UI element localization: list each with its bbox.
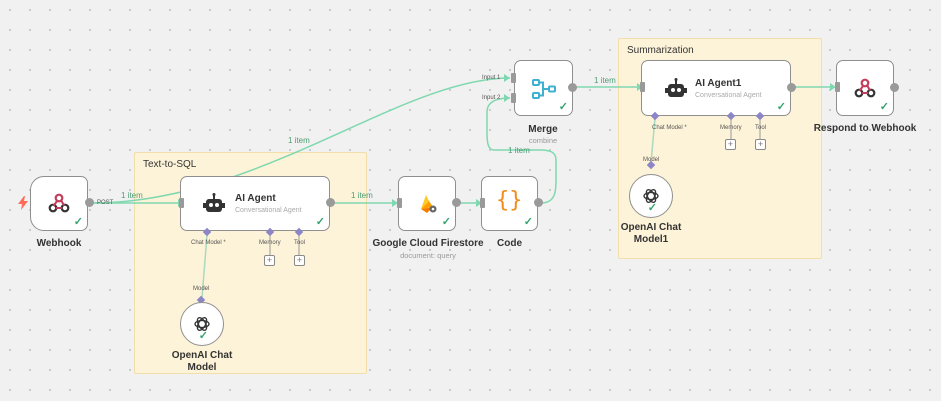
sticky-title: Summarization [627,45,694,56]
openai-chat-model-label: OpenAI Chat Model [171,350,233,373]
merge-input2-label: Input 2 [482,95,501,101]
webhook-post-label: POST [97,200,114,206]
openai-icon [643,189,659,203]
wire-webhook-merge [91,77,511,204]
merge-node[interactable]: ✓ [514,60,573,116]
openai-chat-model1-label: OpenAI Chat Model1 [620,222,682,245]
add-tool-button[interactable]: + [294,255,305,266]
success-check-icon: ✓ [198,330,208,342]
firestore-input-port[interactable] [397,198,402,208]
openai-icon [194,317,210,331]
merge-output-port[interactable] [568,83,577,92]
ai-agent-input-port[interactable] [179,198,184,208]
firestore-node[interactable]: ✓ [398,176,456,231]
memory-port-label: Memory [720,125,742,131]
ai-agent1-title: AI Agent1 [695,78,742,89]
merge-subtitle: combine [528,136,558,145]
respond-input-port[interactable] [835,82,840,92]
memory-port-label: Memory [259,240,281,246]
firestore-output-port[interactable] [452,198,461,207]
merge-icon [532,79,556,99]
add-memory-button[interactable]: + [264,255,275,266]
firestore-label: Google Cloud Firestore [372,238,484,249]
success-check-icon: ✓ [73,216,83,228]
wire-model-agent [201,234,208,299]
ai-agent1-node[interactable]: AI Agent1 Conversational Agent ✓ [641,60,791,116]
edge-label-webhook-merge: 1 item [288,136,310,145]
success-check-icon: ✓ [879,101,889,113]
wire-model1-agent1 [650,117,656,164]
merge-input2-port[interactable] [511,93,516,103]
merge-input1-label: Input 1 [482,75,501,81]
firestore-icon [421,195,437,213]
code-input-port[interactable] [480,198,485,208]
respond-to-webhook-label: Respond to Webhook [813,123,917,134]
success-check-icon: ✓ [523,216,533,228]
wire-code-merge [486,97,557,204]
webhook-icon [854,78,876,98]
ai-agent-node[interactable]: AI Agent Conversational Agent ✓ [180,176,330,231]
ai-agent1-output-port[interactable] [787,83,796,92]
ai-agent-output-port[interactable] [326,198,335,207]
trigger-bolt-icon [18,196,28,210]
success-check-icon: ✓ [647,202,657,214]
firestore-subtitle: document: query [400,251,456,260]
edge-label-webhook-agent: 1 item [121,191,143,200]
merge-input1-port[interactable] [511,73,516,83]
success-check-icon: ✓ [315,216,325,228]
ai-agent1-input-port[interactable] [640,82,645,92]
model-port-label: Model [643,157,660,163]
success-check-icon: ✓ [558,101,568,113]
add-tool-button[interactable]: + [755,139,766,150]
chat-model-port-label: Chat Model * [191,240,226,246]
code-node[interactable]: {} ✓ [481,176,538,231]
edge-label-agent-firestore: 1 item [351,191,373,200]
code-label: Code [497,238,522,249]
add-memory-button[interactable]: + [725,139,736,150]
respond-output-port[interactable] [890,83,899,92]
success-check-icon: ✓ [441,216,451,228]
robot-icon [665,78,687,97]
chat-model-port-label: Chat Model * [652,125,687,131]
merge-label: Merge [528,124,558,135]
webhook-output-port[interactable] [85,198,94,207]
edge-label-code-merge: 1 item [508,146,530,155]
respond-to-webhook-node[interactable]: ✓ [836,60,894,116]
tool-port-label: Tool [294,240,306,246]
edge-label-merge-agent1: 1 item [594,76,616,85]
ai-agent-subtitle: Conversational Agent [235,207,302,214]
tool-port-label: Tool [755,125,767,131]
sticky-title: Text-to-SQL [143,159,197,170]
ai-agent-title: AI Agent [235,193,276,204]
webhook-label: Webhook [36,238,82,249]
openai-chat-model1-node[interactable]: ✓ [629,174,673,218]
robot-icon [203,193,225,212]
success-check-icon: ✓ [776,101,786,113]
openai-chat-model-node[interactable]: ✓ [180,302,224,346]
ai-agent1-subtitle: Conversational Agent [695,92,762,99]
code-output-port[interactable] [534,198,543,207]
webhook-node[interactable]: ✓ [30,176,88,231]
model-port-label: Model [193,286,210,292]
webhook-icon [48,193,70,213]
code-braces-icon: {} [496,188,523,213]
